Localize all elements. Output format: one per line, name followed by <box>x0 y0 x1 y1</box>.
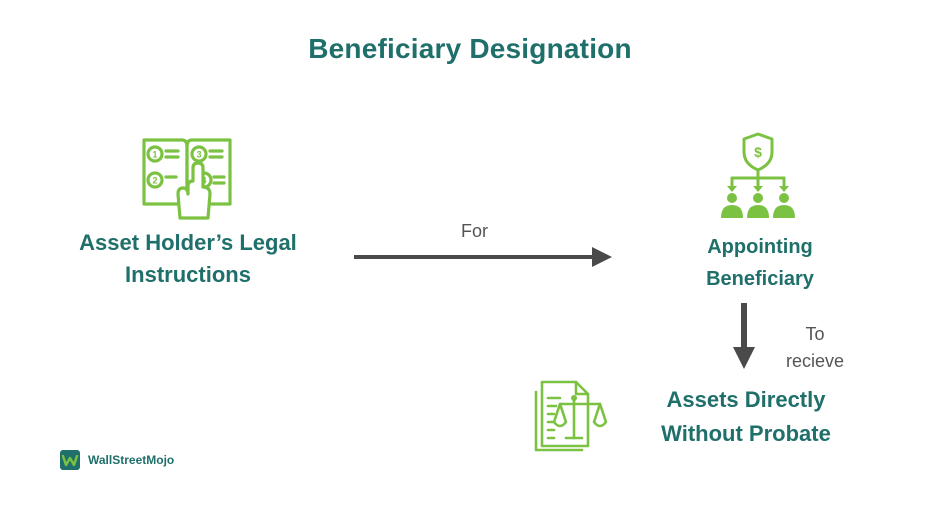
asset-holder-line2: Instructions <box>125 262 251 287</box>
for-label: For <box>461 221 488 241</box>
legal-document-scales-icon <box>530 378 610 452</box>
beneficiary-hierarchy-icon: $ <box>716 130 800 222</box>
assets-line2: Without Probate <box>661 421 831 446</box>
wallstreetmojo-logo: WallStreetMojo <box>58 446 174 474</box>
to-receive-label: To recieve <box>780 321 850 375</box>
svg-text:3: 3 <box>196 150 201 160</box>
to-receive-arrow <box>731 301 757 371</box>
manual-book-icon: 1 3 2 4 <box>138 132 236 222</box>
beneficiary-node: Appointing Beneficiary <box>660 231 860 295</box>
to-receive-line2: recieve <box>785 351 845 371</box>
svg-text:$: $ <box>754 144 762 160</box>
asset-holder-node: Asset Holder’s Legal Instructions <box>48 227 328 291</box>
page-title: Beneficiary Designation <box>308 33 632 64</box>
for-arrow <box>352 245 614 269</box>
svg-text:1: 1 <box>152 150 157 160</box>
svg-text:2: 2 <box>152 176 157 186</box>
svg-text:4: 4 <box>201 176 206 186</box>
logo-text: WallStreetMojo <box>88 453 175 467</box>
to-receive-line1: To <box>805 324 825 344</box>
assets-line1: Assets Directly <box>666 387 826 412</box>
wallstreetmojo-logo-icon <box>58 448 82 472</box>
beneficiary-line1: Appointing <box>707 236 813 258</box>
assets-node: Assets Directly Without Probate <box>628 383 864 451</box>
beneficiary-line2: Beneficiary <box>706 268 814 290</box>
asset-holder-line1: Asset Holder’s Legal <box>79 230 297 255</box>
